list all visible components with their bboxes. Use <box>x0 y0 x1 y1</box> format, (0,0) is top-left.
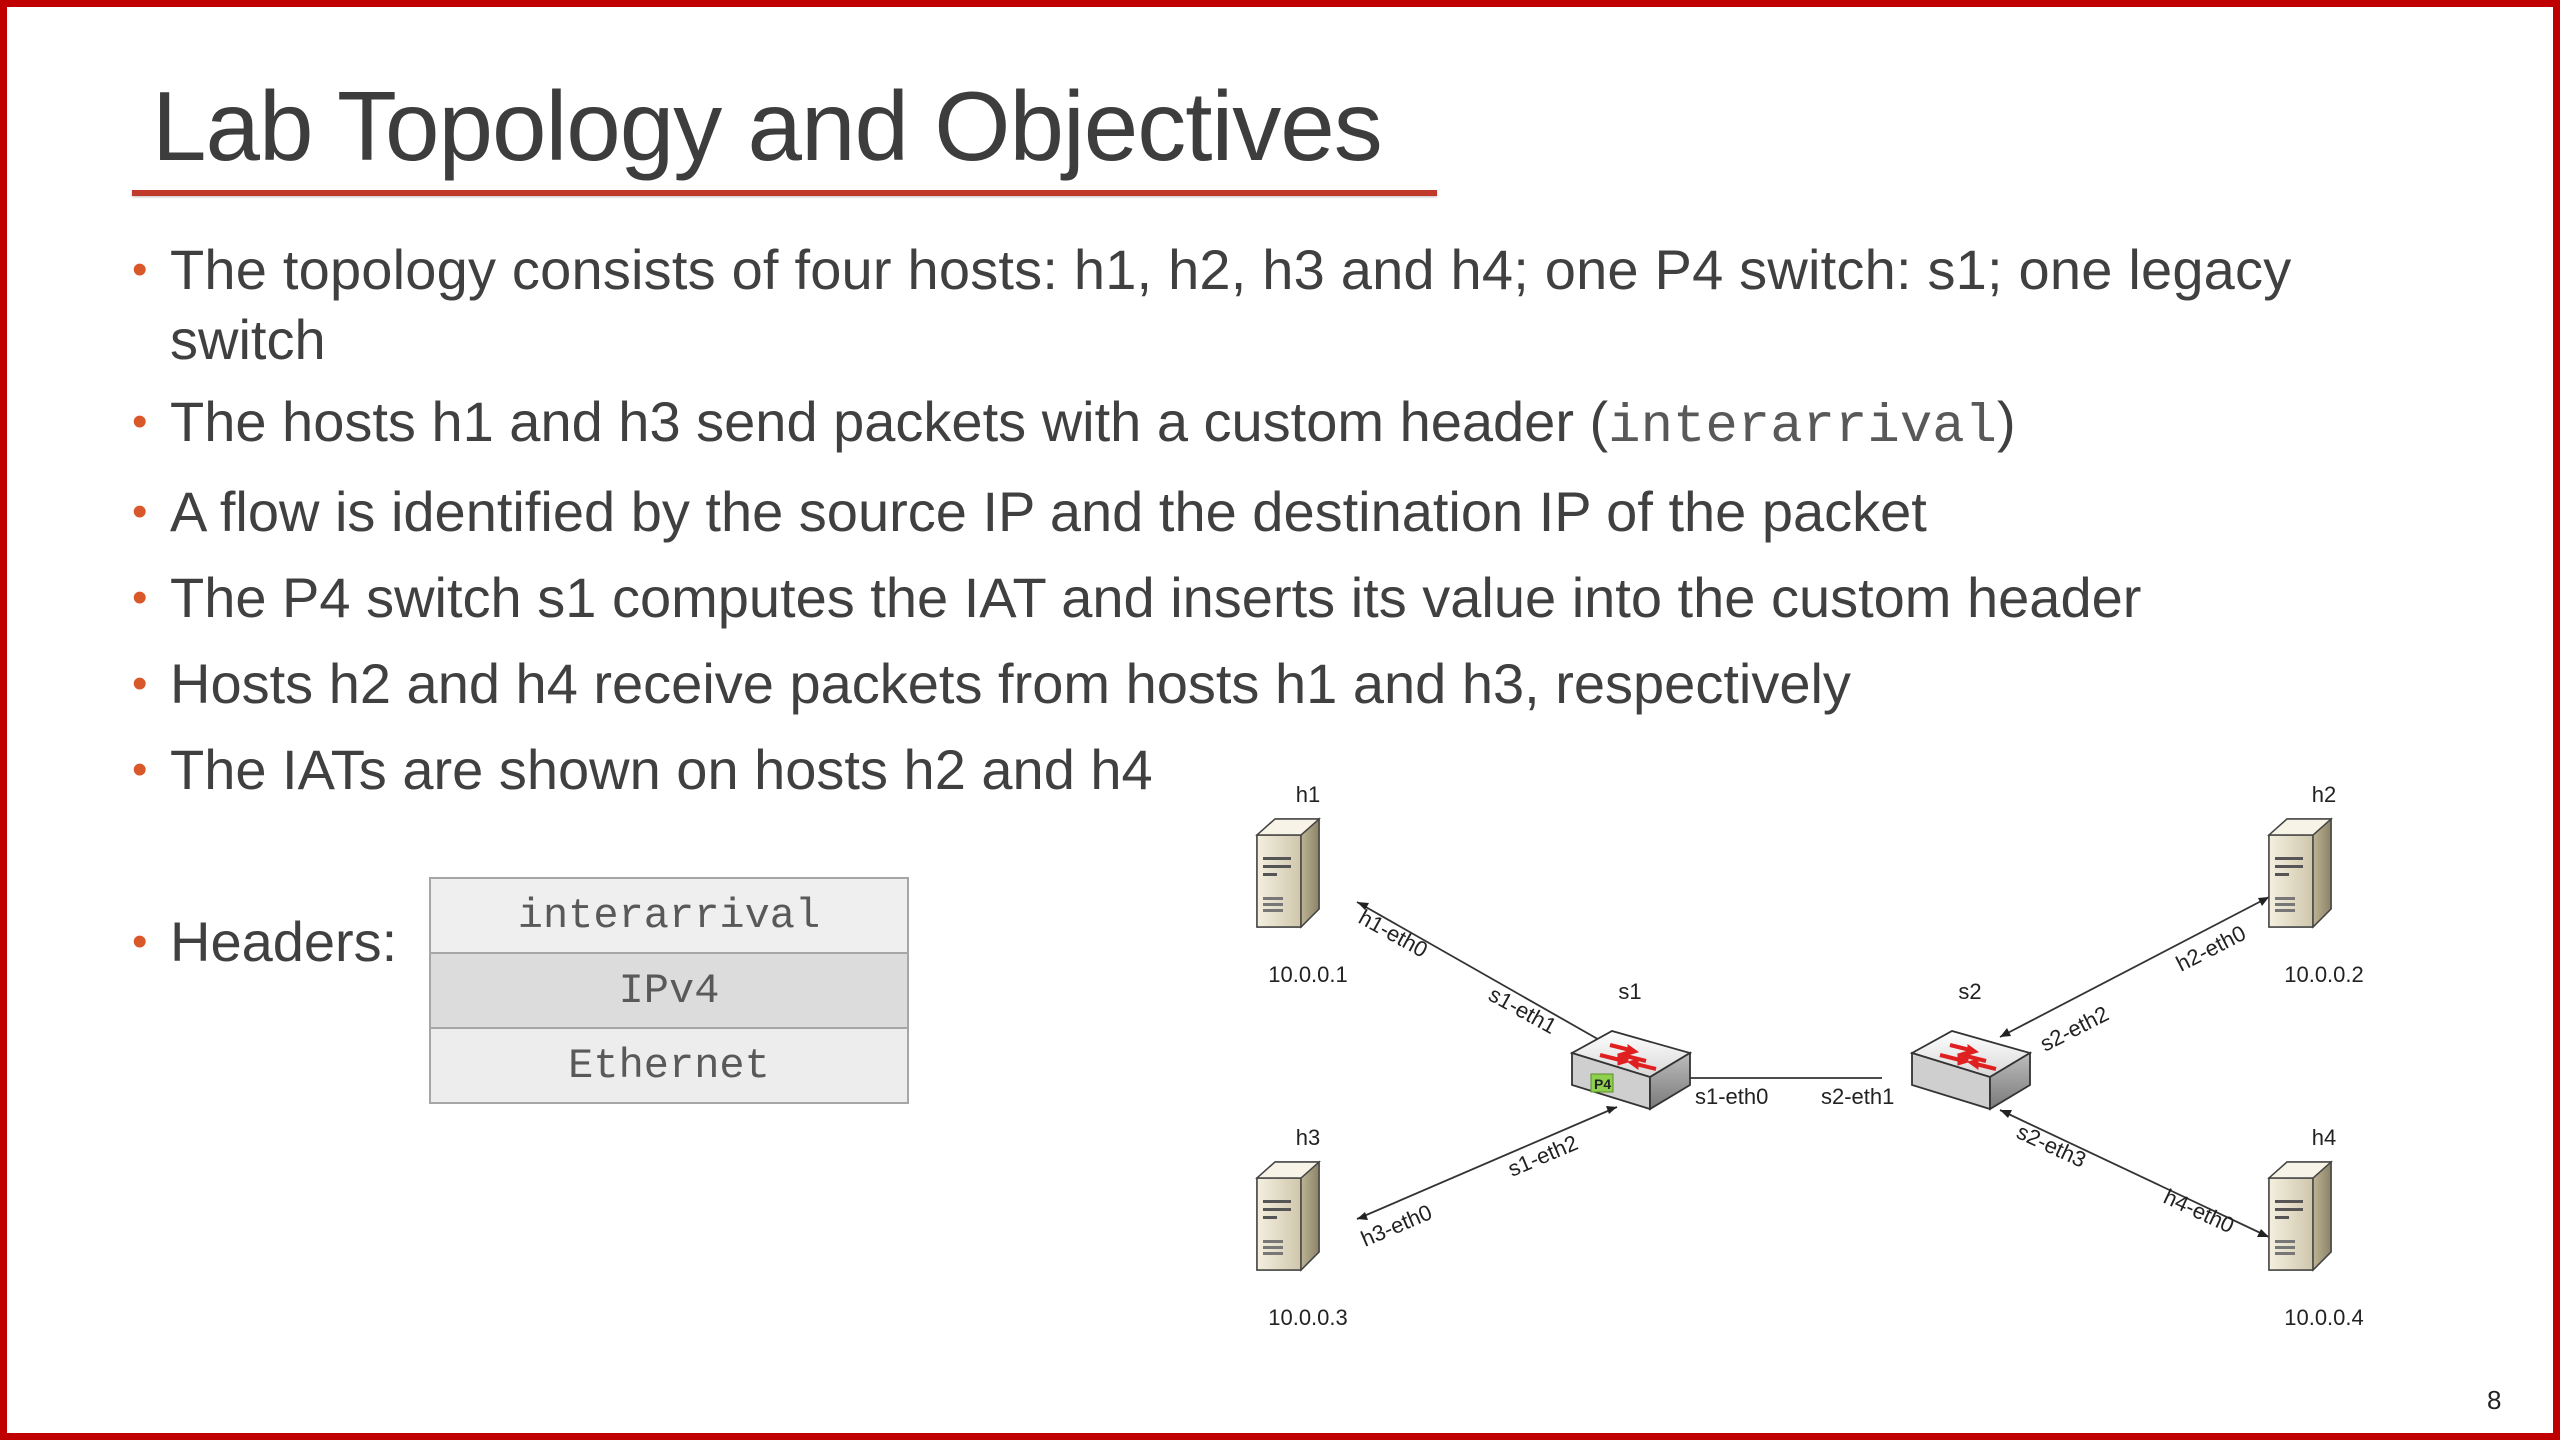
link-h1-s1 <box>1356 901 1618 1051</box>
bullet-text: Hosts h2 and h4 receive packets from hos… <box>170 652 1851 715</box>
switch-s2-icon <box>1910 1029 2032 1111</box>
bullet-text: The hosts h1 and h3 send packets with a … <box>170 387 2016 463</box>
iface-s1-eth2: s1-eth2 <box>1504 1130 1581 1182</box>
custom-header-name: interarrival <box>1608 397 1998 458</box>
iface-h3-eth0: h3-eth0 <box>1357 1199 1435 1251</box>
switch-s2-label: s2 <box>1958 979 1981 1004</box>
host-h4-ip: 10.0.0.4 <box>2284 1305 2364 1330</box>
host-h2-label: h2 <box>2312 782 2336 807</box>
header-row-ipv4: IPv4 <box>429 952 909 1029</box>
headers-table: interarrival IPv4 Ethernet <box>429 877 909 1104</box>
iface-s1-eth0: s1-eth0 <box>1695 1084 1768 1109</box>
switch-s1-label: s1 <box>1618 979 1641 1004</box>
iface-s2-eth2: s2-eth2 <box>2036 1001 2113 1057</box>
bullet-text-a: The hosts h1 and h3 send packets with a … <box>170 390 1609 453</box>
host-h2-ip: 10.0.0.2 <box>2284 962 2364 987</box>
bullet-dot: • <box>132 397 148 446</box>
links <box>1356 896 2270 1238</box>
link-arrowheads <box>1357 897 2269 1237</box>
header-row-ethernet: Ethernet <box>429 1027 909 1104</box>
link-s2-h4 <box>1999 1109 2270 1238</box>
host-h3-ip: 10.0.0.3 <box>1268 1305 1348 1330</box>
title-underline <box>132 190 1437 196</box>
bullet-text-b: ) <box>1997 390 2016 453</box>
link-s2-h2 <box>1999 896 2270 1038</box>
bullet-text: The IATs are shown on hosts h2 and h4 <box>170 738 1153 801</box>
iface-h2-eth0: h2-eth0 <box>2172 920 2250 976</box>
bullet-text: Headers: <box>170 910 398 973</box>
iface-h1-eth0: h1-eth0 <box>1355 905 1432 963</box>
bullet-dot: • <box>132 745 148 794</box>
bullet-text: The topology consists of four hosts: h1,… <box>170 238 2292 301</box>
bullet-dot: • <box>132 573 148 622</box>
svg-text:P4: P4 <box>1594 1076 1611 1092</box>
bullet-text: A flow is identified by the source IP an… <box>170 480 1927 543</box>
page-number: 8 <box>2487 1385 2502 1415</box>
host-h1-icon <box>1256 818 1320 928</box>
switch-s1-icon <box>1570 1029 1692 1111</box>
header-row-interarrival: interarrival <box>429 877 909 954</box>
p4-badge-icon: P4 <box>1590 1073 1614 1093</box>
iface-s1-eth1: s1-eth1 <box>1485 982 1561 1039</box>
bullet-dot: • <box>132 245 148 294</box>
bullet-dot: • <box>132 487 148 536</box>
bullet-text: switch <box>170 308 326 371</box>
host-h1-label: h1 <box>1296 782 1320 807</box>
iface-s2-eth3: s2-eth3 <box>2013 1119 2090 1173</box>
topology-diagram: P4 h1 h2 h3 h4 10.0.0.1 10.0.0.2 10.0.0.… <box>1256 782 2364 1330</box>
host-h1-ip: 10.0.0.1 <box>1268 962 1348 987</box>
bullet-dot: • <box>132 917 148 966</box>
host-h4-icon <box>2268 1161 2332 1271</box>
host-h3-icon <box>1256 1161 1320 1271</box>
host-h3-label: h3 <box>1296 1125 1320 1150</box>
iface-h4-eth0: h4-eth0 <box>2160 1184 2238 1238</box>
link-h3-s1 <box>1356 1106 1618 1220</box>
host-h2-icon <box>2268 818 2332 928</box>
iface-s2-eth1: s2-eth1 <box>1821 1084 1894 1109</box>
bullet-text: The P4 switch s1 computes the IAT and in… <box>170 566 2142 629</box>
bullet-dot: • <box>132 659 148 708</box>
slide-title: Lab Topology and Objectives <box>152 71 1383 181</box>
host-h4-label: h4 <box>2312 1125 2336 1150</box>
